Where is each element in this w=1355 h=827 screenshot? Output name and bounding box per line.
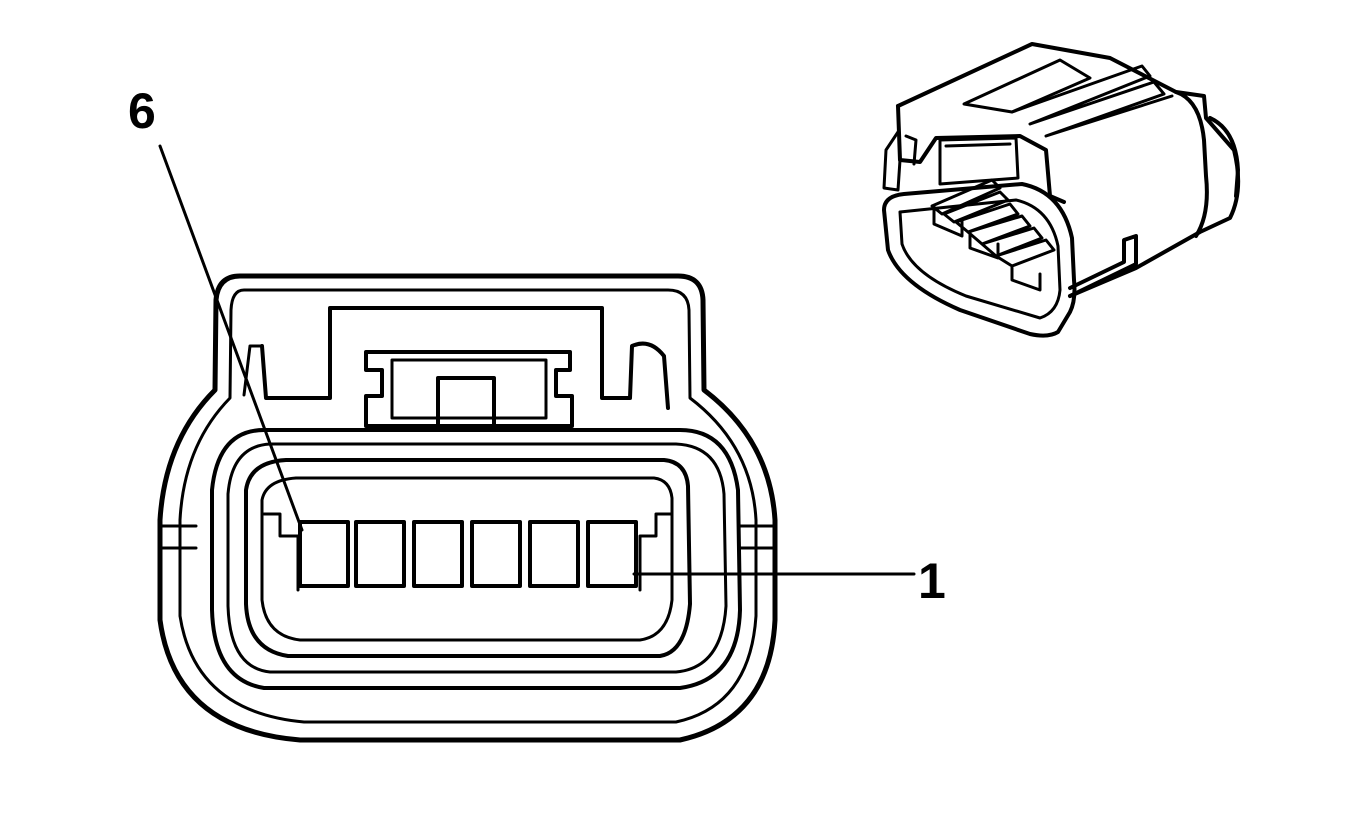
terminal-cavity-6 <box>298 520 350 588</box>
latch-tab-inner <box>390 358 548 420</box>
cavity-outer-seal <box>210 428 742 690</box>
iso-front-frame <box>896 104 1066 204</box>
housing-outer-outline <box>157 273 778 743</box>
iso-right-side <box>1174 90 1240 238</box>
terminal-cavity-5 <box>354 520 406 588</box>
iso-top-surface <box>896 42 1241 298</box>
iso-left-latch-ear <box>882 130 918 192</box>
housing-inner-outline <box>178 288 758 724</box>
iso-top-ridge <box>962 58 1092 114</box>
iso-top-window <box>938 136 1020 186</box>
cavity-inner-wall <box>244 458 692 658</box>
terminal-cavity-3 <box>470 520 522 588</box>
cavity-floor <box>260 476 674 642</box>
callout-label-1: 1 <box>918 553 946 609</box>
iso-bottom-skirt <box>1068 234 1138 298</box>
callouts: 6 1 <box>128 83 946 609</box>
terminal-cavity-2 <box>528 520 580 588</box>
callout-leader-6 <box>158 144 304 532</box>
cavity-seal-ring <box>226 442 728 674</box>
latch-tab <box>364 350 574 428</box>
iso-top-rails <box>1010 64 1174 138</box>
connector-face-view <box>157 273 778 743</box>
top-latch-frame <box>260 306 670 410</box>
terminal-row-outline <box>262 512 674 592</box>
connector-isometric-view <box>882 42 1241 338</box>
terminal-cavity-1 <box>586 520 638 588</box>
iso-front-shroud <box>882 182 1077 338</box>
iso-terminals <box>930 178 1056 292</box>
top-latch-left-post <box>242 344 264 397</box>
latch-window <box>436 376 496 428</box>
iso-front-shroud-inner <box>898 198 1062 320</box>
callout-label-6: 6 <box>128 83 156 139</box>
terminal-cavity-4 <box>412 520 464 588</box>
